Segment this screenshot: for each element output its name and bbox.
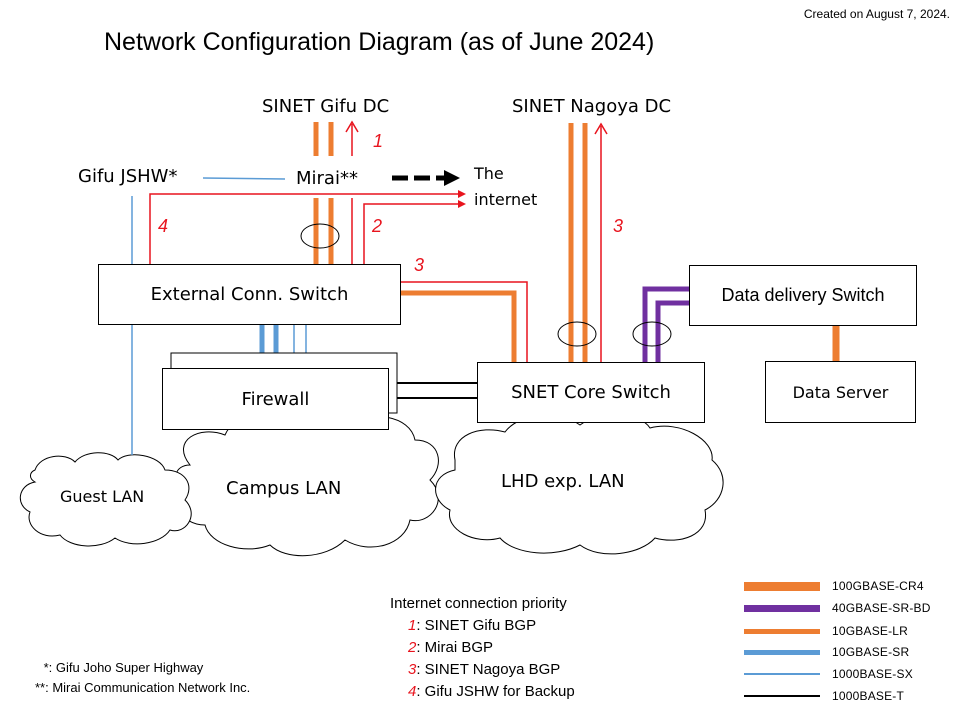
snet-core-switch-label: SNET Core Switch [511, 382, 671, 403]
external-conn-switch[interactable]: External Conn. Switch [98, 264, 401, 325]
priority-label: : Gifu JSHW for Backup [416, 683, 575, 700]
legend-label: 10GBASE-SR [832, 645, 910, 659]
priority-label: : SINET Gifu BGP [416, 617, 537, 634]
legend-swatch [744, 673, 820, 675]
legend-swatch [744, 628, 820, 634]
campus-lan-label: Campus LAN [226, 478, 342, 499]
external-conn-switch-label: External Conn. Switch [150, 284, 349, 305]
internet-label-line1: The [474, 164, 504, 183]
firewall[interactable]: Firewall [162, 368, 389, 430]
guest-lan-label: Guest LAN [60, 487, 145, 506]
route-3-number-a: 3 [414, 255, 425, 275]
priority-item: 4: Gifu JSHW for Backup [390, 681, 575, 703]
link-jshw-mirai [202, 177, 286, 180]
lag-ellipse-purple [632, 321, 672, 347]
legend-item-100gbase-cr4: 100GBASE-CR4 [744, 576, 954, 596]
guest-lan-cloud [20, 452, 192, 547]
priority-item: 3: SINET Nagoya BGP [390, 659, 575, 681]
legend-swatch [744, 581, 820, 591]
route-1-number: 1 [373, 131, 384, 151]
link-core-dd-a [642, 286, 690, 362]
legend-item-10gbase-sr: 10GBASE-SR [744, 642, 954, 662]
legend-item-1000base-sx: 1000BASE-SX [744, 664, 954, 684]
priority-label: : SINET Nagoya BGP [416, 661, 561, 678]
route-3-number-b: 3 [613, 216, 624, 236]
route-2-arrowhead [458, 200, 466, 208]
route-2-line [363, 203, 458, 266]
gifu-jshw-label: Gifu JSHW* [78, 166, 178, 187]
mirai-label: Mirai** [296, 168, 358, 189]
data-delivery-switch-label: Data delivery Switch [721, 285, 885, 305]
sinet-nagoya-label: SINET Nagoya DC [512, 96, 672, 117]
lag-ellipse-gifu [300, 223, 340, 249]
footnote-star2: **: Mirai Communication Network Inc. [35, 680, 251, 695]
legend-item-40gbase-sr-bd: 40GBASE-SR-BD [744, 598, 954, 618]
legend-swatch [744, 695, 820, 697]
footnotes: *: Gifu Joho Super Highway **: Mirai Com… [35, 658, 250, 698]
legend-item-10gbase-lr: 10GBASE-LR [744, 621, 954, 641]
legend-label: 1000BASE-SX [832, 667, 913, 681]
legend-label: 100GBASE-CR4 [832, 579, 924, 593]
priority-item: 1: SINET Gifu BGP [390, 615, 575, 637]
lhd-lan-label: LHD exp. LAN [501, 471, 625, 492]
legend-item-1000base-t: 1000BASE-T [744, 686, 954, 706]
footnote-star1: *: Gifu Joho Super Highway [40, 660, 204, 675]
priority-number: 2 [408, 639, 417, 656]
priority-label: : Mirai BGP [416, 639, 494, 656]
route-2-number: 2 [372, 216, 383, 236]
mirai-internet-arrowhead [444, 170, 460, 186]
legend-swatch [744, 604, 820, 612]
route-1-arrowhead [345, 120, 359, 133]
data-delivery-switch[interactable]: Data delivery Switch [689, 265, 917, 326]
data-server-label: Data Server [792, 382, 889, 402]
priority-number: 4 [408, 683, 417, 700]
legend-label: 1000BASE-T [832, 689, 905, 703]
data-server[interactable]: Data Server [765, 361, 916, 423]
priority-item: 2: Mirai BGP [390, 637, 575, 659]
route-4-line [149, 193, 458, 266]
legend-label: 10GBASE-LR [832, 624, 909, 638]
priority-number: 1 [408, 617, 417, 634]
internet-label-line2: internet [474, 190, 538, 209]
sinet-gifu-label: SINET Gifu DC [262, 96, 390, 117]
route-4-number: 4 [158, 216, 169, 236]
lag-ellipse-nagoya [557, 321, 597, 347]
snet-core-switch[interactable]: SNET Core Switch [477, 362, 705, 423]
firewall-label: Firewall [241, 388, 310, 410]
link-core-dd-b [655, 300, 690, 362]
priority-list: Internet connection priority 1: SINET Gi… [390, 593, 575, 703]
link-ext-core [401, 290, 517, 362]
legend-label: 40GBASE-SR-BD [832, 601, 931, 615]
created-date: Created on August 7, 2024. [803, 7, 950, 21]
route-3-arrowhead [594, 122, 608, 135]
page-title: Network Configuration Diagram (as of Jun… [104, 28, 655, 56]
legend-swatch [744, 649, 820, 655]
priority-number: 3 [408, 661, 417, 678]
priority-title: Internet connection priority [390, 595, 567, 612]
route-4-arrowhead [458, 190, 466, 198]
